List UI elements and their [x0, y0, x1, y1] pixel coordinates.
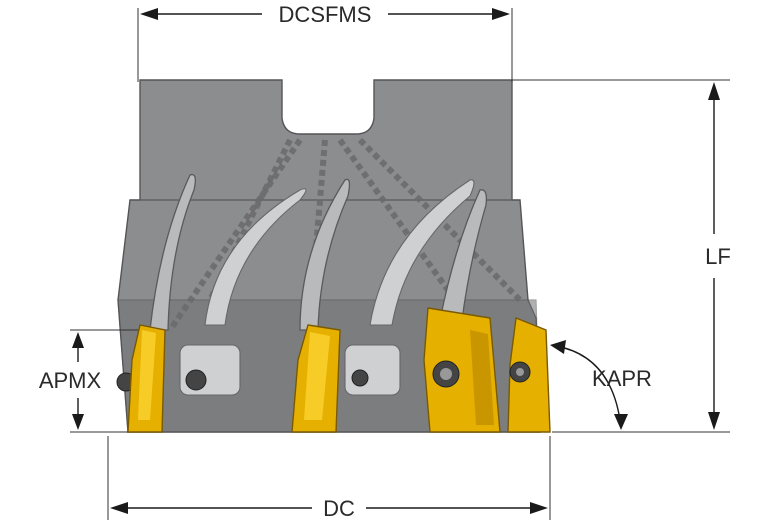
dimension-apmx: APMX	[39, 329, 138, 433]
kapr-label: KAPR	[592, 366, 652, 391]
insert-center	[291, 324, 341, 433]
dimension-dc: DC	[107, 436, 551, 521]
insert-right-edge	[507, 317, 551, 433]
dimension-kapr: KAPR	[550, 340, 652, 430]
dimension-lf: LF	[512, 79, 731, 433]
cutting-inserts	[127, 307, 551, 433]
apmx-label: APMX	[39, 368, 102, 393]
insert-left	[127, 324, 166, 433]
insert-right-front	[423, 307, 501, 433]
chip-flutes	[116, 173, 488, 396]
dcsfms-label: DCSFMS	[279, 2, 372, 27]
lf-label: LF	[705, 244, 731, 269]
dc-label: DC	[323, 496, 355, 521]
dimension-dcsfms: DCSFMS	[137, 2, 513, 82]
